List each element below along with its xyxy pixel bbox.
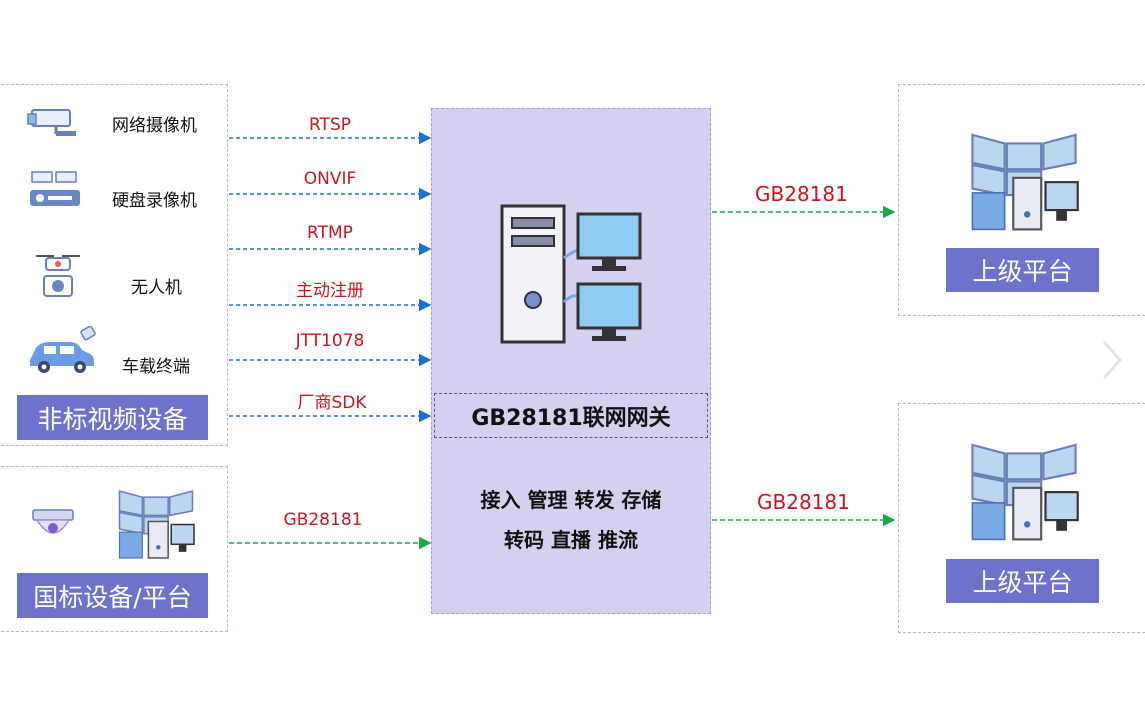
gateway-title: GB28181联网网关 — [434, 393, 708, 438]
protocol-jtt1078: JTT1078 — [295, 331, 365, 351]
upstream-protocol-1: GB28181 — [755, 182, 848, 206]
upstream-platform-group-2 — [898, 403, 1145, 633]
chevron-right-icon[interactable] — [1100, 340, 1124, 380]
protocol-rtmp: RTMP — [307, 223, 353, 243]
gateway-functions-line1: 接入 管理 转发 存储 — [480, 488, 662, 512]
nonstandard-devices-title: 非标视频设备 — [17, 395, 208, 440]
national-devices-title: 国标设备/平台 — [17, 573, 208, 618]
upstream-platform-title-2: 上级平台 — [946, 559, 1099, 603]
video-wall-platform-icon — [971, 133, 1079, 231]
device-label-vehicle: 车载终端 — [122, 357, 190, 377]
protocol-rtsp: RTSP — [308, 115, 351, 135]
video-wall-platform-icon — [118, 490, 195, 559]
drone-icon — [36, 255, 80, 297]
gateway-panel — [431, 108, 711, 614]
vehicle-terminal-icon — [30, 326, 96, 373]
protocol-national: GB28181 — [283, 510, 363, 530]
upstream-platform-title-1: 上级平台 — [946, 248, 1099, 292]
video-wall-platform-icon — [971, 443, 1079, 541]
protocol-onvif: ONVIF — [303, 169, 357, 189]
ip-camera-icon — [27, 109, 76, 136]
nonstandard-devices-group — [0, 84, 228, 446]
dome-camera-icon — [32, 509, 74, 534]
device-label-ip-camera: 网络摄像机 — [112, 116, 197, 136]
dvr-recorder-icon — [30, 171, 80, 206]
device-label-drone: 无人机 — [131, 278, 182, 298]
gateway-functions-line2: 转码 直播 推流 — [504, 528, 638, 552]
server-workstation-icon — [500, 204, 642, 344]
device-label-dvr: 硬盘录像机 — [112, 191, 197, 211]
upstream-platform-group-1 — [898, 84, 1145, 316]
national-devices-group — [0, 466, 228, 632]
upstream-protocol-2: GB28181 — [757, 490, 850, 514]
protocol-sdk: 厂商SDK — [297, 393, 367, 413]
protocol-register: 主动注册 — [296, 281, 364, 301]
